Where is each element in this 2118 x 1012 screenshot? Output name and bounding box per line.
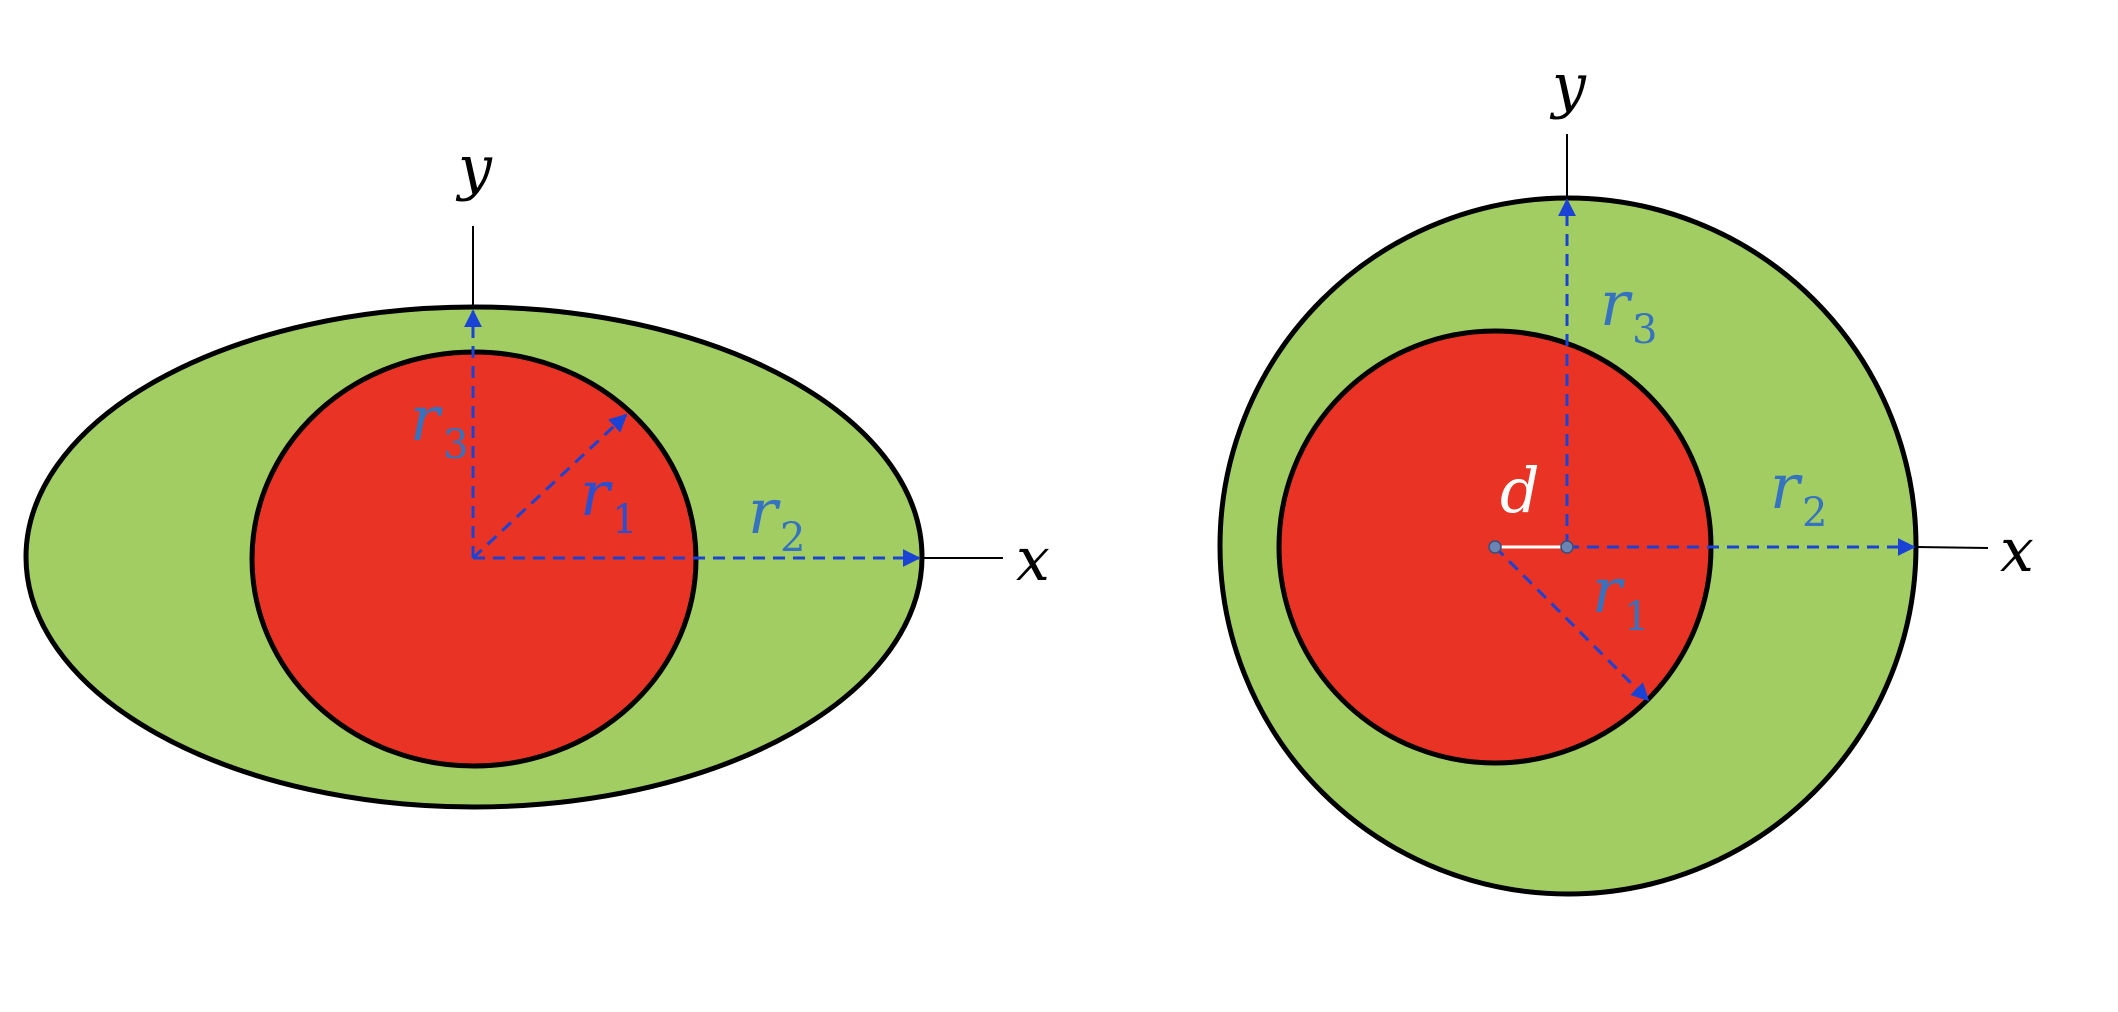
right-r2-label: r 2 (1770, 450, 1827, 536)
right-y-axis-label: y (1549, 51, 1587, 121)
right-d-label: d (1500, 454, 1540, 527)
left-r1-label: r 1 (580, 457, 637, 543)
left-figure: y x r 3 r 1 r 2 (23, 133, 1050, 810)
right-r1-arrow (1493, 545, 1650, 702)
left-r3-label: r 3 (410, 382, 468, 468)
right-outer-center-point (1560, 540, 1574, 554)
right-x-axis-line (1915, 546, 1989, 549)
right-x-axis-label: x (2000, 516, 2034, 586)
right-r3-label: r 3 (1600, 267, 1657, 353)
left-x-axis-label: x (1016, 525, 1050, 595)
right-figure: y x d r 3 r 2 r 1 (1217, 51, 2034, 897)
left-y-axis-label: y (455, 133, 493, 203)
left-r2-label: r 2 (748, 475, 805, 561)
left-r1-arrow (471, 413, 628, 560)
right-r1-label: r 1 (1592, 554, 1649, 640)
right-inner-center-point (1488, 540, 1502, 554)
